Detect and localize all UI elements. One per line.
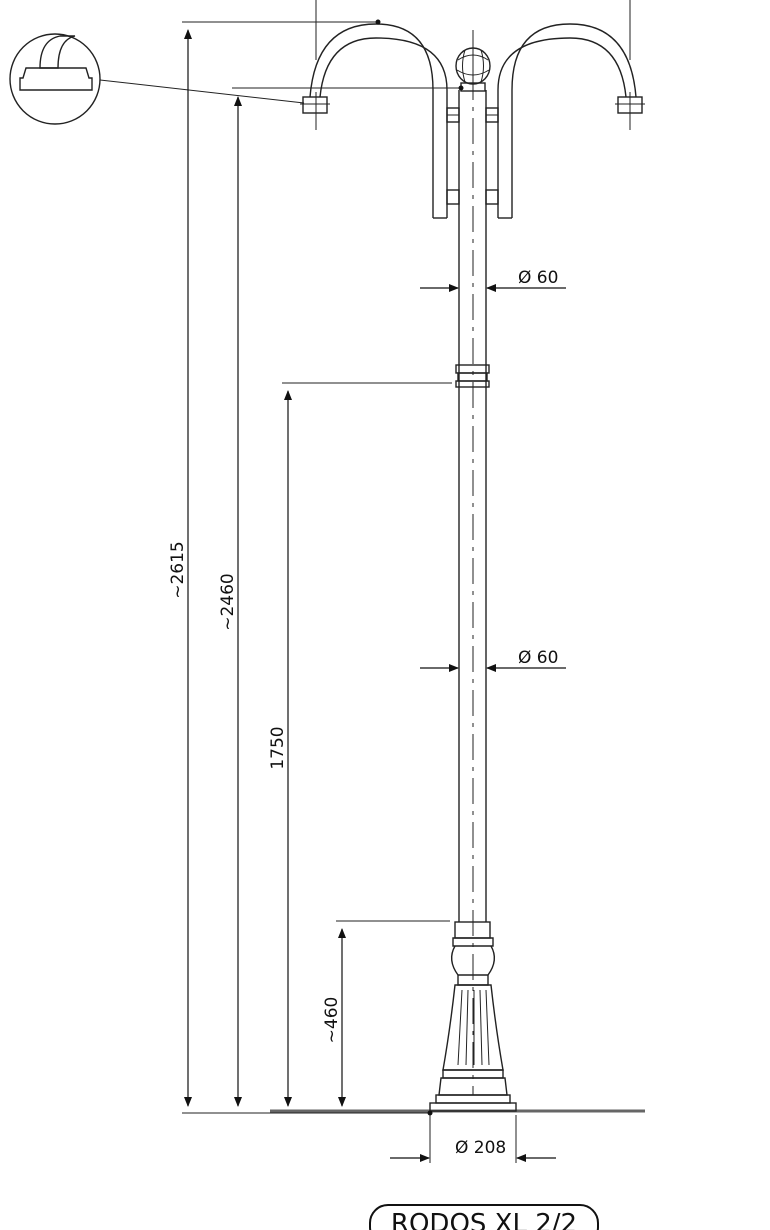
detail-callout [9,33,305,125]
dim-base-diameter [390,1110,556,1163]
dim-base-height [336,920,450,1107]
pole-shaft [458,30,487,1095]
mid-collar [455,364,490,388]
pole-finial [455,47,491,92]
dim-mid-collar-height [282,382,452,1107]
right-lantern-mount [615,0,645,130]
dim-base-diameter-label: Ø 208 [455,1138,506,1158]
product-title: RODOS XL 2/2 [391,1209,577,1230]
dim-base-height-label: ~460 [322,997,342,1044]
left-lantern-mount [300,0,330,130]
dim-pole-diameter-mid-label: Ø 60 [518,648,558,668]
pole-base [429,921,517,1112]
dim-arm-height-label: ~2460 [218,573,238,631]
title-box [369,1204,599,1230]
dim-arm-height [232,85,464,1107]
left-arm [309,23,460,219]
dim-total-height-label: ~2615 [168,541,188,599]
dim-pole-diameter-top-label: Ø 60 [518,268,558,288]
right-arm [485,23,637,219]
dim-mid-collar-height-label: 1750 [268,726,288,769]
dim-total-height [182,19,430,1114]
